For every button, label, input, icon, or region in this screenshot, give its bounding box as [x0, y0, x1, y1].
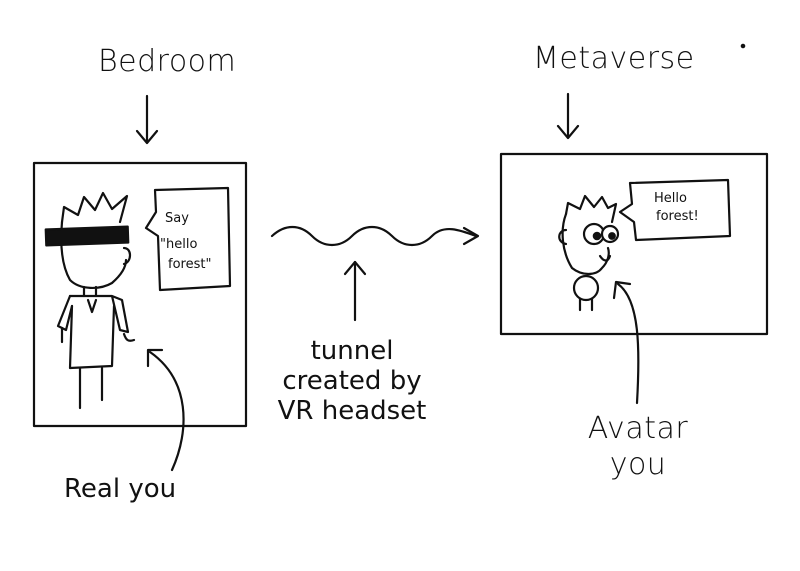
label-real-you: Real you — [64, 474, 177, 504]
arrow-tunnel-up — [343, 260, 367, 322]
label-tunnel-line2: created by — [282, 366, 422, 396]
metaverse-frame — [499, 152, 769, 336]
arrow-bedroom-down — [135, 94, 159, 145]
bedroom-frame — [32, 161, 248, 428]
bedroom-bubble-line1: Say — [165, 211, 189, 226]
label-metaverse: Metaverse — [533, 41, 695, 76]
label-avatar-line2: you — [609, 447, 667, 482]
arrow-real-you — [146, 348, 185, 472]
metaverse-bubble-line2: forest! — [656, 209, 699, 224]
metaverse-speech-bubble — [618, 178, 732, 242]
label-bedroom: Bedroom — [98, 44, 237, 79]
arrow-avatar-you — [612, 280, 640, 405]
arrow-metaverse-down — [556, 92, 580, 140]
label-tunnel-line1: tunnel — [310, 336, 394, 366]
stray-dot — [740, 43, 746, 49]
label-tunnel-line3: VR headset — [277, 396, 427, 426]
label-avatar-line1: Avatar — [587, 411, 689, 446]
bedroom-bubble-line2: "hello — [160, 237, 198, 252]
bedroom-speech-bubble — [144, 186, 232, 292]
avatar-character — [558, 194, 620, 312]
real-person — [44, 191, 136, 410]
tunnel-wavy-arrow — [270, 225, 480, 247]
metaverse-bubble-line1: Hello — [654, 191, 687, 206]
bedroom-bubble-line3: forest" — [168, 257, 212, 272]
